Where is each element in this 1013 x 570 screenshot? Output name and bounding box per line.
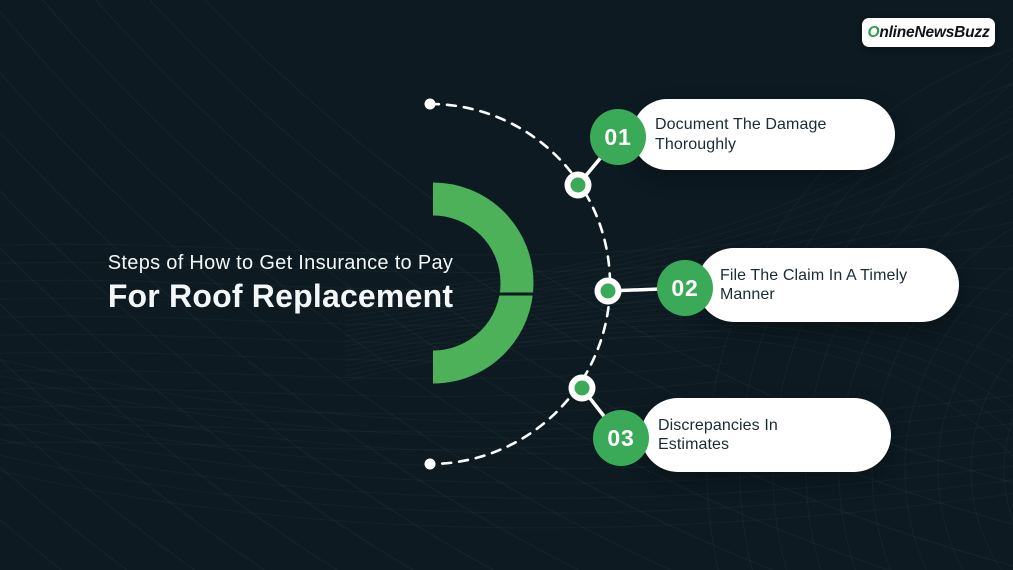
green-half-ring [432,182,534,384]
logo-accent-letter: O [867,23,880,41]
step-2-number-badge: 02 [657,260,713,316]
page-title: Steps of How to Get Insurance to Pay For… [28,250,533,314]
step-3-title-line-2: Estimates [658,436,730,453]
title-subline: Steps of How to Get Insurance to Pay [107,252,454,274]
arc-end-dot [424,458,436,470]
timeline-node-3 [568,374,596,402]
timeline-node-2 [594,277,622,305]
step-1-title-line-2: Thoroughly [655,135,737,153]
step-2-title-line-1: File The Claim In A Timely [720,266,908,284]
title-mainline: For Roof Replacement [107,278,454,314]
step-2-title-line-2: Manner [720,286,775,303]
step-3-title-line-1: Discrepancies In [658,416,778,434]
step-1-number-badge: 01 [590,109,646,165]
step-card-2: File The Claim In A Timely Manner [697,248,959,322]
step-card-1: Document The Damage Thoroughly [632,99,895,170]
timeline-node-1 [564,171,592,199]
step-3-number-badge: 03 [593,410,649,466]
arc-start-dot [424,98,436,110]
logo-text: nlineNewsBuzz [879,23,990,41]
step-1-title-line-1: Document The Damage [655,116,827,133]
timeline-dashed-arc [428,102,612,466]
step-card-3: Discrepancies In Estimates [641,398,891,472]
logo-badge: OnlineNewsBuzz [862,18,995,47]
